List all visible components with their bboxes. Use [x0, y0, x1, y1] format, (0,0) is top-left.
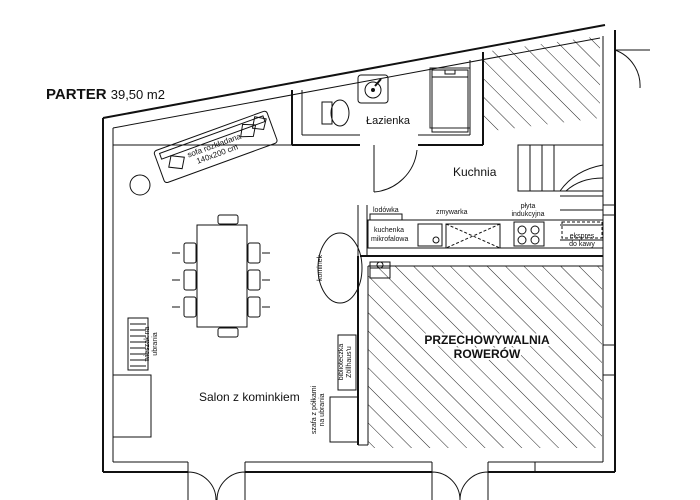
bathroom-label: Łazienka: [366, 115, 411, 127]
microwave-label-2: mikrofalowa: [371, 236, 408, 243]
hob-label-1: płyta: [521, 203, 536, 210]
fireplace-round: [317, 232, 363, 304]
staircase: [517, 144, 604, 241]
wardrobe-label-1: szafa z półkami: [311, 385, 318, 434]
espresso-box: [561, 221, 603, 239]
terrace-door-left: [187, 471, 246, 500]
upper-right-hatch: [483, 36, 600, 132]
microwave-label-1: kuchenka: [374, 227, 404, 234]
sink: [417, 223, 443, 247]
bathroom-fixtures: [321, 69, 469, 133]
storage-label-1: PRZECHOWYWALNIA: [424, 333, 550, 347]
bookshelf: [337, 334, 357, 391]
hob-label-2: indukcyjna: [511, 211, 544, 218]
dining-table: [196, 224, 248, 328]
kitchen-counter: [367, 213, 604, 279]
fridge-box: [369, 213, 403, 221]
coat-rack: [127, 317, 149, 371]
hob: [513, 221, 545, 247]
kitchen-label: Kuchnia: [453, 165, 497, 179]
outer-wall-top-diagonal-inner: [112, 37, 601, 129]
bathroom-door: [373, 145, 418, 193]
terrace-door-right: [431, 471, 489, 500]
toilet: [321, 101, 333, 125]
wardrobe-label-2: na ubrania: [319, 393, 326, 426]
entrance-door: [614, 49, 650, 89]
coat-rack-label-1: wieszak na: [144, 327, 151, 363]
fridge-label: lodówka: [373, 207, 399, 214]
espresso-label-1: ekspres: [570, 233, 595, 240]
washbasin: [357, 74, 389, 104]
cabinet-left: [112, 374, 152, 438]
espresso-label-2: do kawy: [569, 241, 595, 248]
shower: [431, 69, 469, 133]
storage-hatch: [368, 266, 602, 448]
dishwasher-box: [445, 223, 501, 249]
living-furniture: [112, 110, 363, 443]
bookshelf-label-1: biblioteczka: [338, 344, 345, 381]
fireplace-label: kominek: [317, 254, 324, 281]
bookshelf-label-2: Zöllhaus'u: [346, 346, 353, 378]
floor-title: PARTER 39,50 m2: [46, 86, 165, 103]
sofa: [153, 110, 278, 184]
living-label: Salon z kominkiem: [199, 390, 300, 404]
floor-lamp: [129, 174, 151, 196]
hatched-areas: [368, 36, 602, 448]
outer-wall-top-diagonal: [102, 24, 606, 119]
wardrobe: [329, 396, 359, 443]
doors: [187, 49, 650, 500]
walls: [102, 24, 616, 473]
coat-rack-label-2: ubrania: [152, 332, 159, 355]
storage-label-2: ROWERÓW: [454, 346, 521, 361]
dishwasher-label: zmywarka: [436, 209, 468, 216]
chairs: [172, 214, 270, 338]
